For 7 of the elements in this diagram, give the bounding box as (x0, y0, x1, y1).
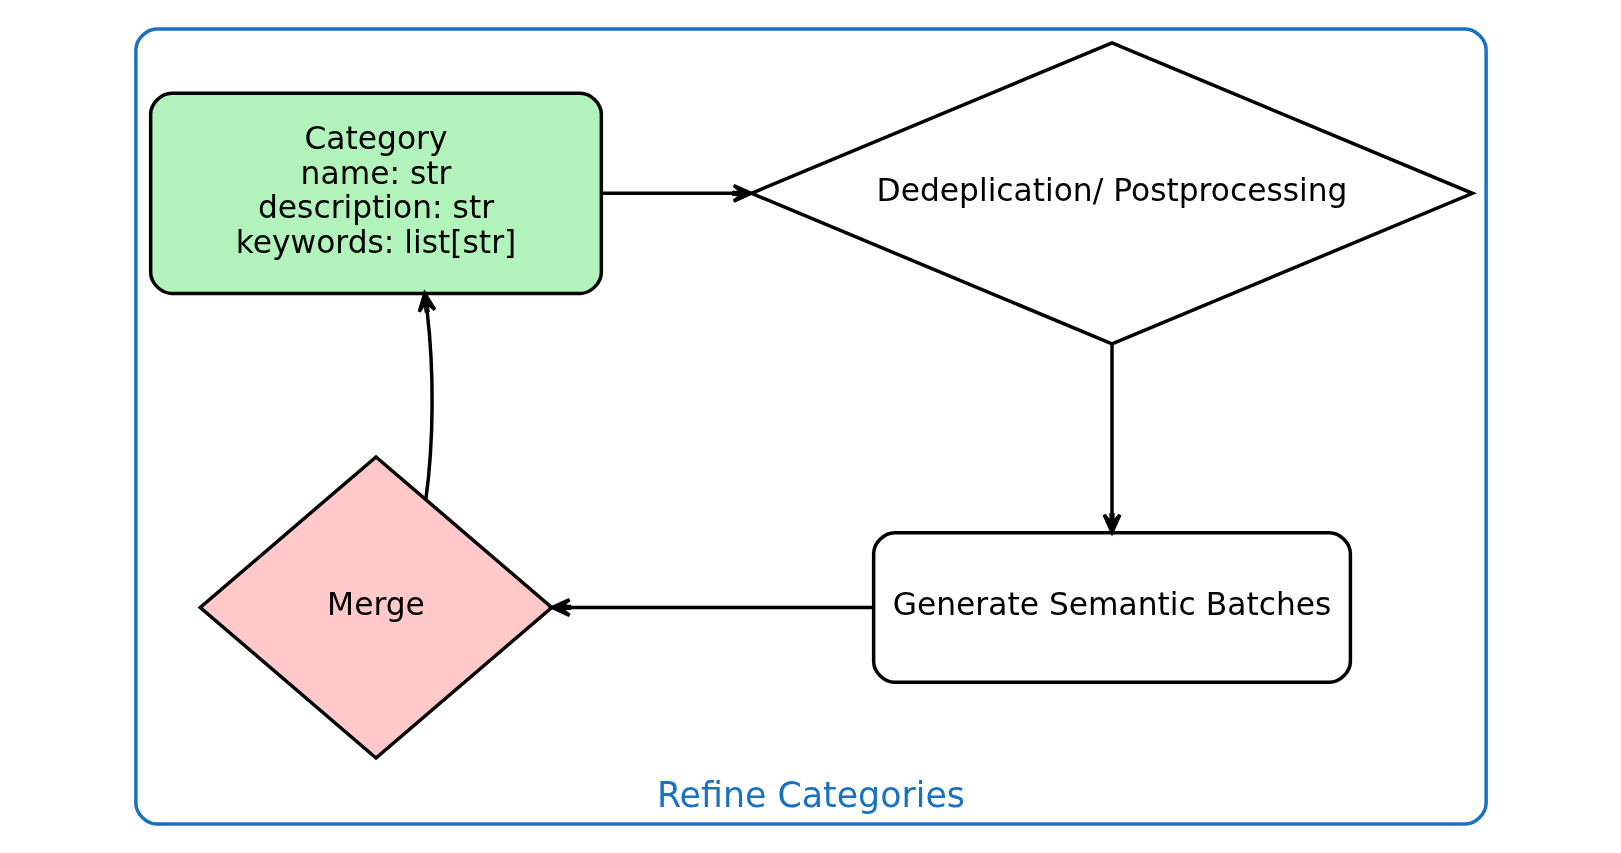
node-box: Generate Semantic Batches (871, 530, 1352, 684)
arrow (601, 183, 753, 203)
arrow (1101, 343, 1122, 534)
arrow (549, 597, 874, 618)
node-box: Category name: str description: str keywords: list[str] (148, 91, 603, 296)
arrow (417, 291, 437, 500)
node-diamond: Merge (197, 454, 554, 761)
